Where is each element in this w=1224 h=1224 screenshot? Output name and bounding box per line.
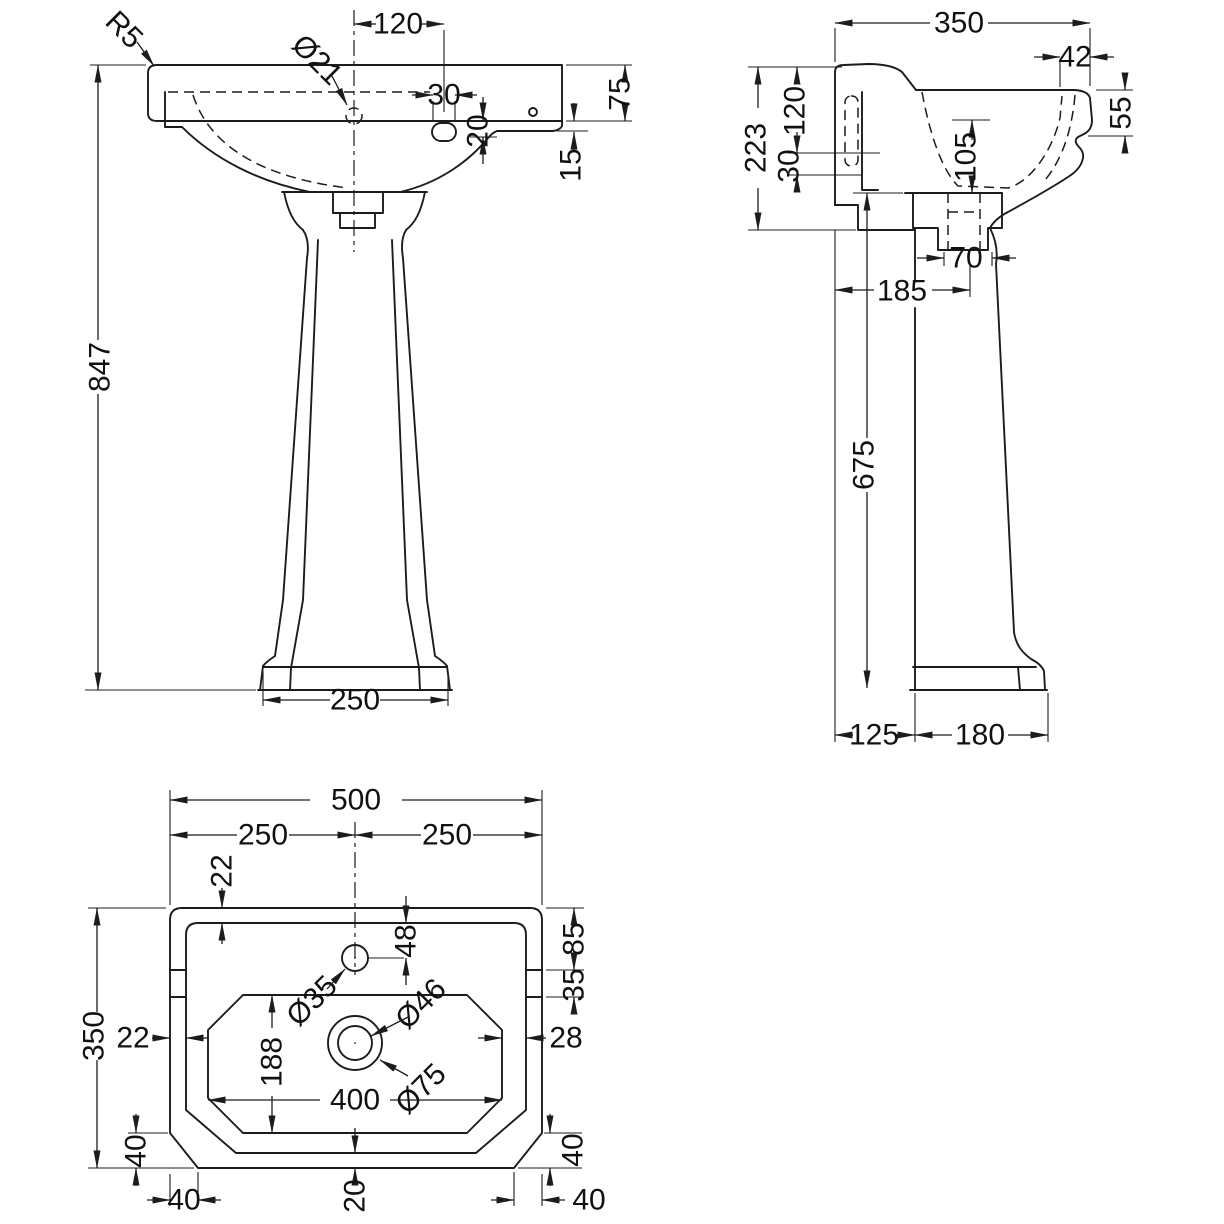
dim-side-width-185: 185 [877,275,927,308]
plan-dimensions: 500 250 250 22 48 85 35 22 [78,784,606,1217]
dim-plan-width-500: 500 [331,784,381,817]
side-dimensions: 350 42 55 223 120 30 105 [740,7,1138,752]
front-view: 847 120 R5 Ø21 30 20 75 [84,5,637,717]
front-trap-boss [283,191,426,231]
waste-hole-inner [337,1025,373,1061]
dim-side-width-70: 70 [949,242,982,275]
dim-front-height-75: 75 [604,77,637,110]
dim-front-dia-21: Ø21 [285,28,348,91]
dim-side-width-350: 350 [934,7,984,40]
fixing-slot-hidden [844,95,859,167]
dim-plan-right-28: 28 [549,1022,582,1055]
dim-plan-corner-40-right-h: 40 [572,1184,605,1217]
dim-plan-corner-40-left-h: 40 [167,1184,200,1217]
dim-plan-height-350: 350 [78,1011,111,1061]
dim-plan-height-48: 48 [390,924,423,957]
dim-plan-height-188: 188 [256,1037,289,1087]
dim-side-height-55: 55 [1105,96,1138,129]
front-pedestal [257,229,453,691]
side-view: 350 42 55 223 120 30 105 [740,7,1138,752]
overflow-slot [431,122,457,142]
plan-view: 500 250 250 22 48 85 35 22 [78,784,606,1217]
dim-front-height-15: 15 [555,148,588,181]
dim-plan-corner-40-left-v: 40 [120,1134,153,1167]
dim-front-height-847: 847 [84,342,117,392]
dim-plan-dia-46: Ø46 [389,972,452,1035]
dim-side-width-125: 125 [849,719,899,752]
dim-plan-height-85: 85 [558,922,591,955]
dim-front-height-20: 20 [462,114,495,147]
side-pedestal [909,227,1048,691]
dim-front-width-120: 120 [373,8,423,41]
dim-plan-bottom-20: 20 [339,1179,372,1212]
dim-plan-dia-75: Ø75 [389,1057,452,1120]
side-basin-outline [788,63,1093,251]
dim-plan-width-250-left: 250 [238,819,288,852]
dim-front-width-30: 30 [427,79,460,112]
dim-plan-left-22: 22 [116,1022,149,1055]
dim-side-height-30: 30 [773,149,806,182]
dim-side-height-223: 223 [740,123,773,173]
dim-side-width-42: 42 [1058,41,1091,74]
front-basin-outline [147,10,563,252]
dim-plan-height-35: 35 [558,968,591,1001]
dim-plan-width-250-right: 250 [422,819,472,852]
dim-plan-top-22: 22 [206,854,239,887]
dim-side-height-120: 120 [779,86,812,136]
dim-side-height-105: 105 [950,132,983,182]
chain-hole [528,107,538,117]
waste-hole-outer [327,1015,383,1071]
dim-side-width-180: 180 [955,719,1005,752]
dim-plan-corner-40-right-v: 40 [557,1133,590,1166]
dim-plan-dia-35: Ø35 [280,969,343,1032]
dim-side-height-675: 675 [848,440,881,490]
dim-front-width-250: 250 [330,684,380,717]
front-dimensions: 847 120 R5 Ø21 30 20 75 [84,5,637,717]
dim-plan-width-400: 400 [330,1084,380,1117]
